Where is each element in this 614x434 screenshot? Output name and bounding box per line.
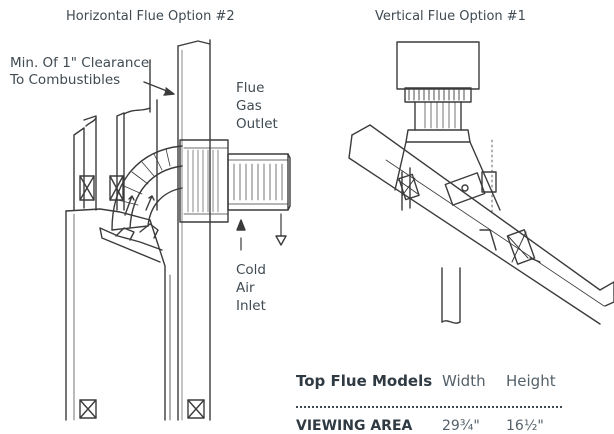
- table-header-width: Width: [442, 372, 486, 390]
- rafter-box-right: [506, 229, 536, 265]
- cold-air-label-1: Cold: [236, 262, 267, 278]
- table-header-height: Height: [506, 372, 556, 390]
- table-header-models: Top Flue Models: [296, 372, 433, 390]
- clearance-label-line2: To Combustibles: [10, 72, 121, 88]
- foot-box-right: [187, 399, 205, 419]
- flue-gas-label-3: Outlet: [236, 116, 278, 132]
- rafter-box-left: [397, 173, 420, 201]
- clearance-label-line1: Min. Of 1" Clearance: [10, 55, 150, 71]
- viewing-area-label: VIEWING AREA: [296, 418, 413, 434]
- foot-box-left: [79, 399, 97, 419]
- cold-air-label-3: Inlet: [236, 298, 266, 314]
- horizontal-pipe: [179, 139, 291, 223]
- horizontal-flue-title: Horizontal Flue Option #2: [66, 9, 235, 24]
- horizontal-flue-drawing: [65, 39, 291, 421]
- vertical-flue-title: Vertical Flue Option #1: [375, 9, 526, 24]
- table-divider: [296, 406, 562, 408]
- elbow-flue: [111, 145, 183, 241]
- frame-box-left: [79, 175, 95, 201]
- viewing-area-height: 16½": [506, 418, 544, 434]
- viewing-area-width: 29¾": [442, 418, 480, 434]
- flue-gas-label-2: Gas: [236, 98, 262, 114]
- vertical-flue-drawing: [348, 41, 614, 325]
- flue-gas-label-1: Flue: [236, 80, 265, 96]
- cold-air-label-2: Air: [236, 280, 255, 296]
